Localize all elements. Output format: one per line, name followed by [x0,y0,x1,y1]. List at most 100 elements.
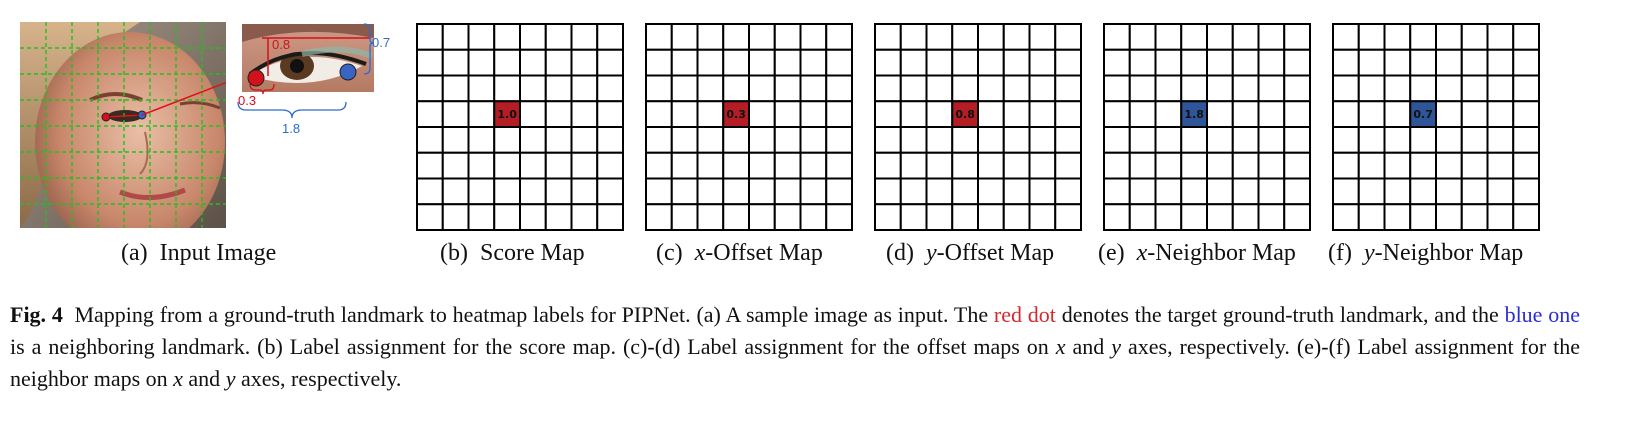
grid-cell [899,100,928,128]
grid-cell [1383,203,1412,231]
grid-cell [519,203,547,231]
grid-cell [670,126,699,154]
grid-cell [1154,126,1183,154]
grid-cell [874,177,902,206]
grid-cell [925,126,954,154]
grid-cell [1206,23,1234,51]
grid-cell [645,203,673,231]
grid-cell [1357,151,1386,180]
grid-cell [874,100,902,128]
grid-cell [696,126,725,154]
grid-cell [1002,151,1031,180]
grid-cell [1180,74,1208,103]
grid-cell [1486,74,1515,103]
grid-cell [925,203,954,231]
y-offset-map-grid: 0.8 [873,22,1083,232]
grid-cell [899,177,928,206]
grid-cell [467,48,496,77]
grid-cell [1435,100,1463,128]
grid-cell [977,100,1005,128]
grid-cell [493,126,521,154]
grid-cell [1383,126,1412,154]
grid-cell [570,100,599,128]
grid-cell [519,48,547,77]
grid-cell [696,100,725,128]
grid-cell [519,151,547,180]
grid-cell [1283,126,1311,154]
grid-cell [1231,151,1260,180]
grid-cell [441,203,470,231]
grid-cell [1357,100,1386,128]
grid-cell [1154,151,1183,180]
grid-cell [1486,126,1515,154]
x-neighbor-label: 1.8 [282,121,301,136]
grid-cell [722,177,750,206]
grid-cell [1512,177,1540,206]
grid-cell [1206,48,1234,77]
grid-cell [1257,203,1286,231]
grid-cell [544,177,573,206]
grid-cell [1460,126,1489,154]
grid-cell [1332,177,1360,206]
grid-cell [951,23,979,51]
grid-cell [1435,23,1463,51]
figure-label: Fig. 4 [10,302,63,327]
y-neighbor-map-grid: 0.7 [1331,22,1541,232]
grid-cell [1028,23,1057,51]
grid-cell [441,126,470,154]
grid-cell [1206,203,1234,231]
figure-caption: Fig. 4 Mapping from a ground-truth landm… [10,302,1581,391]
grid-cell [874,203,902,231]
grid-cell [1054,126,1082,154]
grid-cell [748,126,776,154]
grid-cell [1435,151,1463,180]
grid-cell [416,177,444,206]
grid-cell [799,48,828,77]
grid-cell [825,48,853,77]
cell-value-label: 0.8 [955,108,975,121]
grid-cell [977,203,1005,231]
grid-cell [977,23,1005,51]
grid-cell [1409,74,1437,103]
grid-cell [596,23,624,51]
grid-cell [493,48,521,77]
grid-cell [441,151,470,180]
grid-cell [1486,100,1515,128]
grid-cell [645,177,673,206]
grid-cell [1231,100,1260,128]
grid-cell [596,48,624,77]
grid-cell [773,177,802,206]
grid-cell [416,48,444,77]
grid-cell [1357,23,1386,51]
score-map-grid: 1.0 [415,22,625,232]
grid-cell [748,100,776,128]
grid-cell [722,151,750,180]
grid-cell [799,126,828,154]
grid-cell [799,203,828,231]
grid-cell [1002,177,1031,206]
grid-cell [1054,177,1082,206]
grid-cell [645,23,673,51]
grid-cell [1486,151,1515,180]
grid-cell [467,203,496,231]
grid-cell [1231,203,1260,231]
target-landmark-dot [101,112,111,122]
grid-cell [1435,177,1463,206]
grid-cell [1180,23,1208,51]
grid-cell [1028,151,1057,180]
grid-cell [773,23,802,51]
grid-cell [441,177,470,206]
grid-cell [519,126,547,154]
grid-cell [441,100,470,128]
grid-cell [467,177,496,206]
grid-cell [874,23,902,51]
grid-cell [977,74,1005,103]
grid-cell [1257,23,1286,51]
grid-cell [570,48,599,77]
y-neighbor-label: 0.7 [372,35,391,50]
eye-zoom-inset [242,24,374,92]
grid-cell [1154,74,1183,103]
grid-cell [1486,203,1515,231]
grid-cell [544,23,573,51]
grid-cell [493,74,521,103]
